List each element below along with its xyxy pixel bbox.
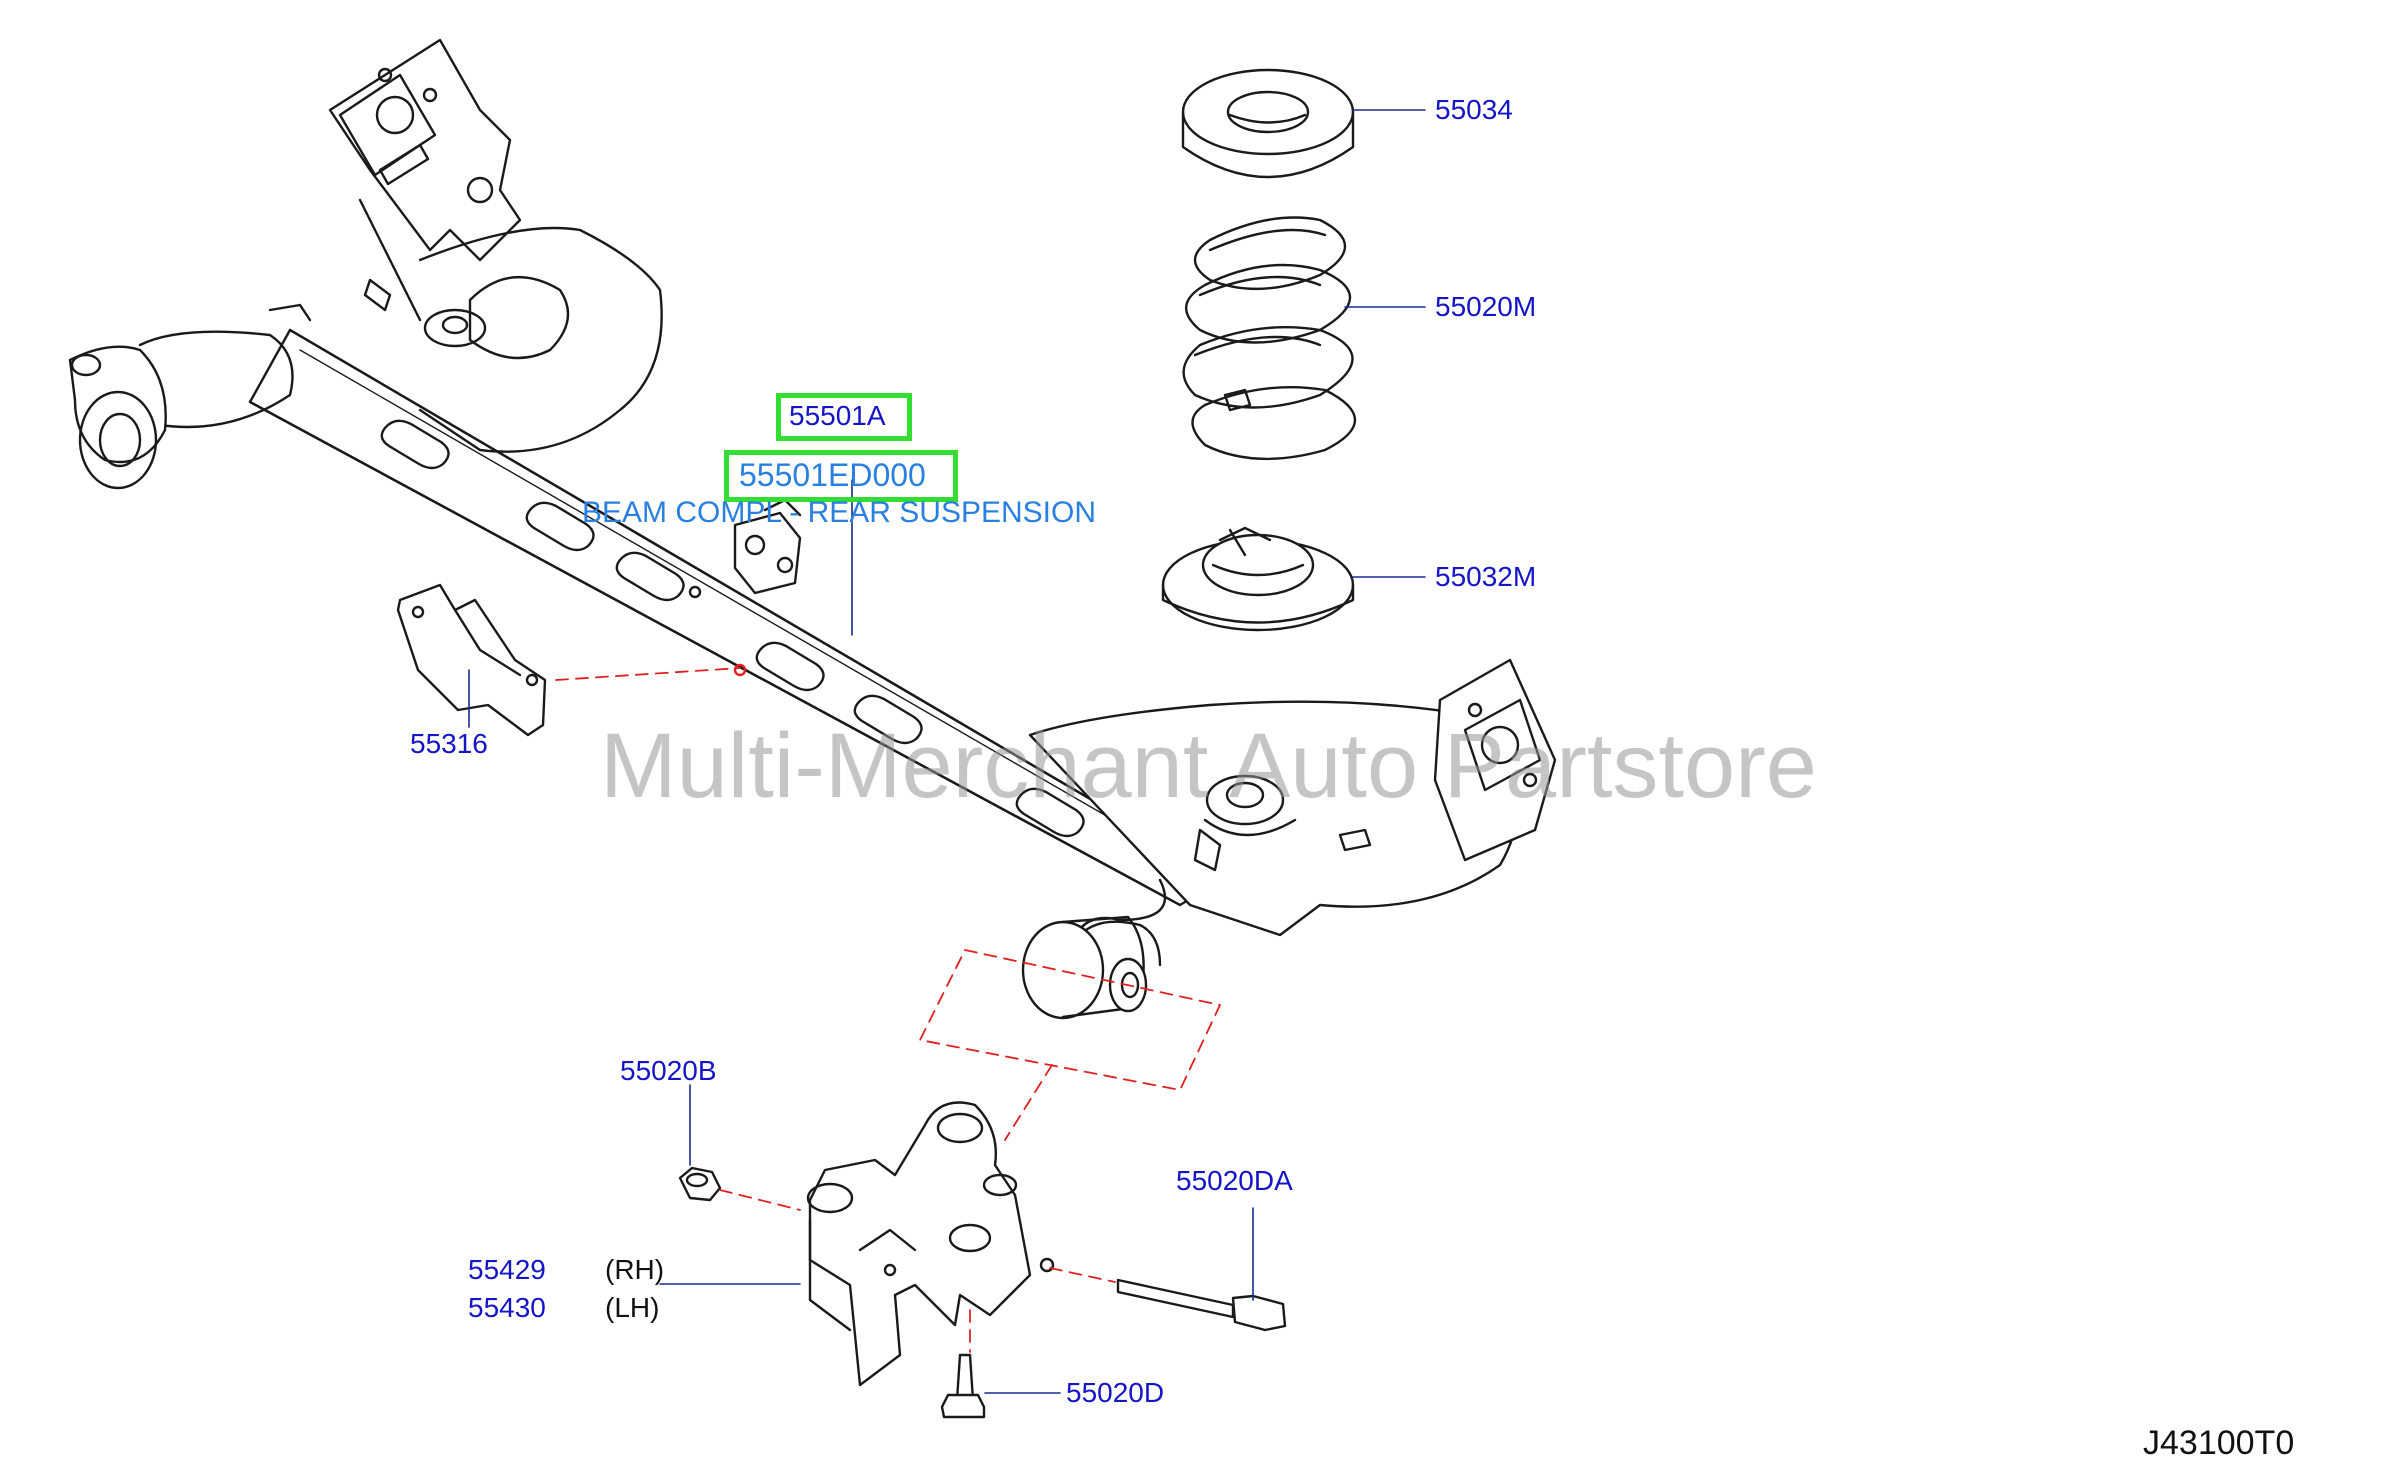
callout-55034[interactable]: 55034: [1435, 94, 1513, 125]
callout-55032M[interactable]: 55032M: [1435, 561, 1537, 592]
leader-lines: [468, 109, 1426, 1394]
callout-55020DA[interactable]: 55020DA: [1176, 1165, 1293, 1196]
side-rh: (RH): [605, 1254, 665, 1285]
callout-55430[interactable]: 55430: [468, 1292, 546, 1323]
diagram-code: J43100T0: [2143, 1424, 2295, 1462]
callout-55316[interactable]: 55316: [410, 728, 488, 759]
bracket-55316-drawing: [396, 583, 547, 737]
part-description: BEAM COMPL - REAR SUSPENSION: [582, 496, 1096, 529]
watermark-text: Multi-Merchant Auto Partstore: [600, 715, 1817, 817]
callout-55429[interactable]: 55429: [468, 1254, 546, 1285]
callout-55501ED000[interactable]: 55501ED000: [739, 457, 926, 493]
side-lh: (LH): [605, 1292, 660, 1323]
rear-axle-beam: [248, 328, 1227, 907]
spring-upper-seat: [1181, 68, 1355, 179]
dashed-assembly-lines: [555, 667, 1221, 1353]
highlight-box-55501A: [776, 393, 912, 441]
callout-55020M[interactable]: 55020M: [1435, 291, 1537, 322]
coil-spring: [1182, 216, 1356, 461]
right-trailing-arm: [1021, 658, 1557, 1020]
highlight-box-55501ED000: [724, 450, 958, 502]
mounting-bracket: [806, 1101, 1055, 1387]
callout-55501A[interactable]: 55501A: [789, 400, 886, 431]
callout-55020D[interactable]: 55020D: [1066, 1377, 1165, 1408]
left-trailing-arm: [68, 38, 663, 490]
callout-55020B[interactable]: 55020B: [620, 1055, 717, 1086]
fasteners: [678, 1166, 1287, 1419]
spring-lower-seat: [1161, 526, 1355, 632]
